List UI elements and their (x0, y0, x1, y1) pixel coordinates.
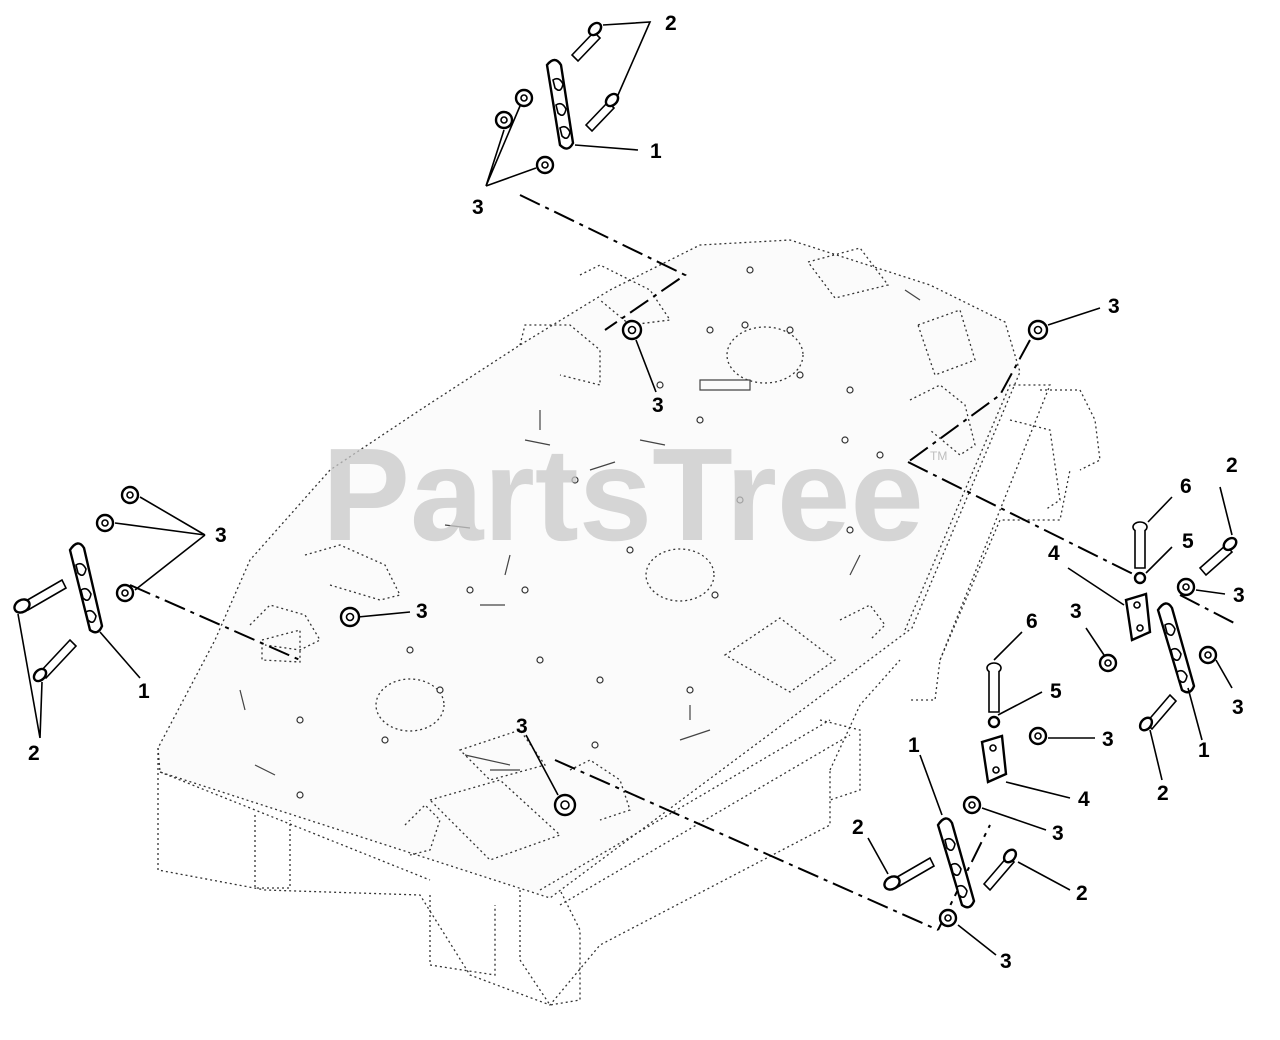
nut (95, 513, 115, 533)
nut (1028, 726, 1048, 746)
bolt (570, 21, 603, 63)
nut (120, 485, 140, 505)
top-hardware-group (485, 21, 652, 187)
nut (553, 793, 577, 817)
spindle-opening (645, 548, 715, 602)
assembly-lines (129, 194, 1239, 931)
callout-right-upper-nut-b: 3 (1070, 600, 1082, 623)
callout-right-upper-bolt: 2 (1226, 454, 1238, 477)
watermark-text: PartsTree (322, 421, 924, 568)
callout-right-upper-bracket: 4 (1048, 542, 1060, 565)
chain (936, 817, 976, 909)
chain (68, 542, 104, 634)
right-upper-hardware-group (1067, 486, 1238, 781)
nut (1176, 577, 1196, 597)
clevis-pin (1132, 521, 1148, 569)
callout-right-lower-bolt-right: 2 (1076, 882, 1088, 905)
callout-right-upper-chain: 1 (1198, 739, 1210, 762)
nut (494, 110, 514, 130)
nut (621, 319, 643, 341)
mower-deck (157, 239, 1101, 1006)
callout-right-upper-pin: 6 (1180, 475, 1192, 498)
callout-top-chain: 1 (650, 140, 662, 163)
callout-top-nut: 3 (472, 196, 484, 219)
callout-deck-nut-top: 3 (652, 394, 664, 417)
nut (1098, 653, 1118, 673)
nut (535, 155, 555, 175)
nut (938, 908, 958, 928)
callout-right-lower-bracket: 4 (1078, 788, 1090, 811)
bolt (32, 638, 78, 683)
callout-left-nut: 3 (215, 524, 227, 547)
right-lower-hardware-group (867, 631, 1095, 956)
chain (545, 58, 575, 150)
callout-right-upper-spacer: 5 (1182, 530, 1194, 553)
deck-slot-marks (239, 289, 921, 776)
nut (1027, 319, 1049, 341)
callout-right-lower-pin: 6 (1026, 610, 1038, 633)
clevis-pin (986, 662, 1002, 713)
callout-right-lower-spacer: 5 (1050, 680, 1062, 703)
callout-right-lower-nut-bottom: 3 (1000, 950, 1012, 973)
bolt (584, 92, 620, 133)
callout-left-chain: 1 (138, 680, 150, 703)
deck-top-plate (157, 239, 1021, 899)
callout-right-upper-nut-a: 3 (1233, 584, 1245, 607)
callout-right-lower-nut-a: 3 (1102, 728, 1114, 751)
callout-right-upper-nut-c: 3 (1232, 696, 1244, 719)
callout-right-lower-nut-b: 3 (1052, 822, 1064, 845)
spacer (1133, 571, 1147, 585)
callout-left-bolt: 2 (28, 742, 40, 765)
spindle-opening (375, 678, 445, 732)
nut (1198, 645, 1218, 665)
bolt (1138, 693, 1178, 732)
bolt (13, 578, 68, 614)
chain (1156, 602, 1196, 694)
bracket (980, 734, 1008, 784)
bolt (982, 848, 1018, 892)
callout-deck-nut-left: 3 (416, 600, 428, 623)
spacer (987, 715, 1001, 729)
callout-deck-nut-front: 3 (516, 715, 528, 738)
nut (115, 583, 135, 603)
callout-right-lower-chain: 1 (908, 734, 920, 757)
left-hardware-group (13, 485, 206, 739)
callout-deck-nut-right: 3 (1108, 295, 1120, 318)
deck-front-skirt (157, 748, 831, 1006)
deck-holes (296, 266, 884, 799)
nut (514, 88, 534, 108)
callout-right-upper-bolt-lower: 2 (1157, 782, 1169, 805)
bolt (883, 856, 936, 891)
deck-front-bracket (519, 889, 581, 1006)
bracket (1124, 592, 1152, 642)
nut (339, 606, 361, 628)
nut (962, 795, 982, 815)
callout-right-lower-bolt-left: 2 (852, 816, 864, 839)
bolt (1198, 536, 1238, 577)
watermark-trademark: TM (930, 449, 947, 463)
spindle-opening (726, 326, 804, 384)
deck-left-block (254, 815, 291, 889)
callout-top-bolt: 2 (665, 12, 677, 35)
